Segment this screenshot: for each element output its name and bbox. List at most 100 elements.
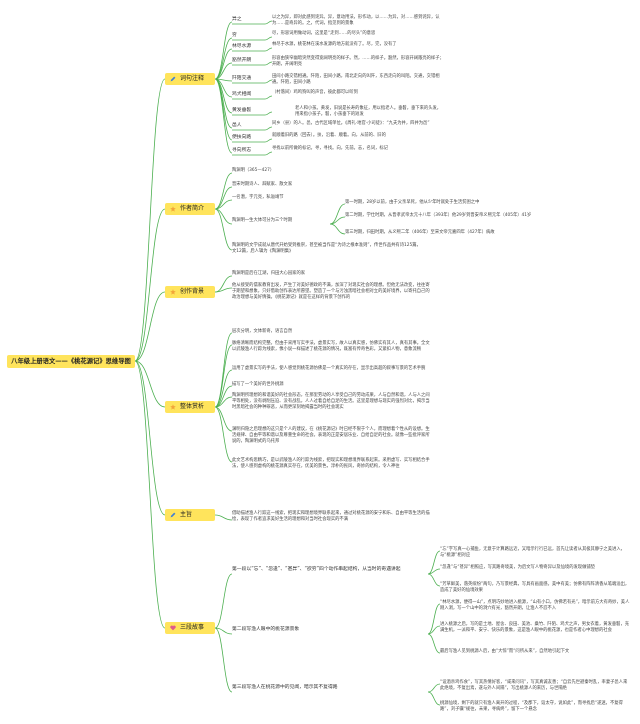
story-detail-line	[427, 568, 441, 575]
root-to-ciyu-line	[134, 78, 166, 362]
author-period: 第三时期，归田时期，从义熙二年（406年）至宋文帝元嘉四年（427年）病故	[345, 230, 495, 235]
author-fact: 陶渊明（365—427）	[232, 168, 275, 173]
story-detail: “设酒杀鸡作食”，写其热情好客，“咸来问讯”，写其真诚友善；“自云先世避秦时乱，…	[440, 680, 628, 691]
appreciation-text: 此文艺术构思精巧，是以武陵渔人的行踪为线索，把现实和理想境界联系起来。采用虚写、…	[232, 458, 430, 469]
ciyu-branch-line	[214, 48, 233, 80]
category-shangxi: 整体赏析	[165, 401, 215, 413]
star-icon	[170, 289, 176, 295]
star-icon	[170, 404, 176, 410]
category-label: 创作背景	[180, 288, 205, 295]
ciyu-term: 邑人	[232, 123, 242, 128]
appreciation-text: 渊明归隐之后理想的这只是个人的建议，在《桃花源记》时已经不限于个人，而理想着个性…	[232, 427, 430, 444]
pencil-icon	[170, 512, 176, 518]
category-ciyu: 词句注释	[165, 73, 215, 85]
story-detail: “林尽水源，便得一山”，点明巧妙地进入桃源，“山有小口，仿佛若有光”，暗示前方大…	[440, 600, 630, 611]
pencil-icon	[170, 76, 176, 82]
appreciation-text: 描写了一个美好的世外桃源	[232, 382, 284, 387]
ciyu-definition: 形容由狭窄幽暗突然变得宽阔明亮的样子。然，……的样子。豁然，形容开阔敞亮的样子；…	[272, 56, 444, 67]
ciyu-def-line	[264, 138, 273, 143]
category-label: 主旨	[180, 511, 193, 518]
star-icon	[170, 206, 176, 212]
story-segment-line	[214, 573, 233, 629]
root-to-shangxi-line	[134, 360, 166, 408]
story-detail-line	[427, 603, 441, 635]
ciyu-def-line	[264, 36, 273, 41]
ciyu-term: 便扶向路	[232, 135, 252, 140]
story-detail-line	[427, 691, 441, 706]
appreciation-branch-line	[214, 344, 233, 408]
ciyu-term: 寻向所志	[232, 148, 252, 153]
author-branch-line	[214, 208, 233, 225]
ciyu-definition: 同乡（县）的人。邑，古代区域单位。《周礼·地官·小司徒》：“九夫为井，四井为邑”	[272, 121, 430, 126]
author-period-line	[329, 223, 346, 235]
story-detail-line	[427, 683, 441, 693]
story-detail-line	[427, 573, 441, 587]
story-detail: “忘”字写真一心捕鱼，无意于计算路远近，又暗示行行已远，首先让读者从其极其静宁之…	[440, 547, 625, 558]
story-segment: 第三段写渔人在桃花源中的见闻，暗示其不复得路	[232, 685, 338, 690]
ciyu-term: 鸡犬相闻	[232, 92, 252, 97]
author-branch-line	[214, 172, 233, 210]
story-detail: 桃源仙境，剩下的就只有渔人离开的过程，“及郡下，诣太守，说如此”，而寻找后“遂迷…	[440, 701, 623, 712]
appreciation-text: 陶渊明所理想的和谐美好的社会形态，在那里劳动的人享受自己的劳动成果，人与自然和谐…	[232, 393, 430, 410]
category-zhuzhi: 主旨	[165, 509, 215, 521]
ciyu-def-line	[264, 126, 273, 131]
ciyu-def-line	[264, 151, 273, 156]
author-fact: 一名潜，字元亮，私谥靖节	[232, 195, 284, 200]
category-label: 作者简介	[180, 205, 205, 212]
ciyu-term: 豁然开朗	[232, 58, 252, 63]
category-label: 词句注释	[180, 75, 205, 82]
root-to-zuozhe-line	[134, 208, 166, 362]
story-segment: 第一段以“忘”、“忽逢”、“甚异”、“欲穷”四个动作串起结构，从当时的奇遇讲起	[232, 567, 401, 572]
root-to-beijing-line	[134, 291, 166, 362]
ciyu-term: 穷	[232, 33, 237, 38]
root-node: 八年级上册语文——《桃花源记》思维导图	[7, 355, 135, 368]
background-branch-line	[214, 287, 233, 293]
appreciation-branch-line	[214, 396, 233, 408]
ciyu-definition: 田间小路交错相通。阡陌，田间小路，南北走向的叫阡，东西走向的叫陌。交通，交错相通…	[272, 74, 440, 85]
ciyu-definition: 尽，形容词用做动词，这里是“走到……的尽头”的意思	[272, 31, 376, 36]
ciyu-def-line	[264, 20, 273, 25]
ciyu-definition: 林尽于水源，桃花林在溪水发源的地方就没有了。尽，完，没有了	[272, 42, 397, 47]
heart-icon	[170, 625, 176, 631]
author-period-line	[329, 216, 346, 225]
ciyu-term: 黄发垂髫	[232, 108, 252, 113]
ciyu-term: 林尽水源	[232, 44, 252, 49]
ciyu-definition: 老人和小孩。黄发，旧说是长寿的象征，用以指老人。垂髫，垂下来的头发，用来指小孩子…	[295, 106, 442, 117]
appreciation-text: 运用了虚景实写的手法，使人感觉到桃花源仿佛是一个真实的存在，显示出高超的叙事写景…	[232, 366, 426, 371]
category-label: 整体赏析	[180, 403, 205, 410]
theme-text: 借助描述渔人行踪这一线索，把现实和理想境界联系起来，通过对桃花源的安宁和乐、自由…	[232, 511, 430, 522]
appreciation-branch-line	[214, 369, 233, 408]
ciyu-branch-line	[214, 37, 233, 80]
category-sanjie: 三段故事	[165, 622, 215, 634]
ciyu-branch-line	[214, 78, 233, 154]
background-text: 陶渊明是后在江湖，归田大心园家的家	[232, 271, 306, 276]
root-to-zhuzhi-line	[134, 360, 166, 516]
author-fact: 晋宋时期诗人、辞赋家、散文家	[232, 182, 293, 187]
author-period: 第二时期，学仕时期，从晋孝武帝太元十八年（393年）他29岁到晋安帝义熙元年（4…	[345, 213, 532, 218]
ciyu-def-line	[264, 111, 273, 116]
ciyu-def-line	[264, 95, 273, 100]
ciyu-branch-line	[214, 62, 233, 80]
appreciation-text: 层次分明，文体新奇，语言自然	[232, 329, 293, 334]
story-detail: 最后写渔人见到桃源人后，由“大惊”而“问所从来”，自然地引起下文	[440, 649, 570, 654]
story-segment: 第二段写渔人眼中的桃花源景象	[232, 627, 300, 632]
ciyu-term: 阡陌交通	[232, 76, 252, 81]
category-zuozhe: 作者简介	[165, 203, 215, 215]
ciyu-branch-line	[214, 21, 233, 80]
story-segment-line	[214, 627, 233, 635]
author-period: 第一时期，28岁以前，由于父亲早死，他从少年时就处于生活贫困之中	[345, 200, 480, 205]
story-detail-line	[427, 633, 441, 654]
ciyu-def-line	[264, 47, 273, 52]
story-detail: “芳草鲜美，落英缤纷”两句，乃写景经典，写具有画面感。美中有美；仿佛有阵阵清香从…	[440, 582, 630, 593]
ciyu-def-line	[264, 61, 273, 66]
ciyu-definition: 就顺着旧的路（回去）。扶，沿着、顺着。向，从前的、旧的	[272, 133, 386, 138]
ciyu-def-line	[264, 79, 273, 84]
author-note: 陶渊明的文学成就从唐代开始受到推崇，甚至被当作是“为诗之根本准则”，传世作品共有…	[232, 243, 421, 254]
ciyu-term: 异之	[232, 17, 242, 22]
ciyu-definition: 以之为异，即对此感到诧异。异，意动用法，形作动，以……为异，对……感到诧异，认为…	[272, 15, 440, 26]
author-branch-line	[214, 208, 233, 251]
theme-branch-line	[214, 514, 233, 521]
root-to-sanjie-line	[134, 360, 166, 629]
ciyu-definition: 寻找以前所做的标记。寻，寻找。向，先前。志，名词，标记	[272, 146, 389, 151]
